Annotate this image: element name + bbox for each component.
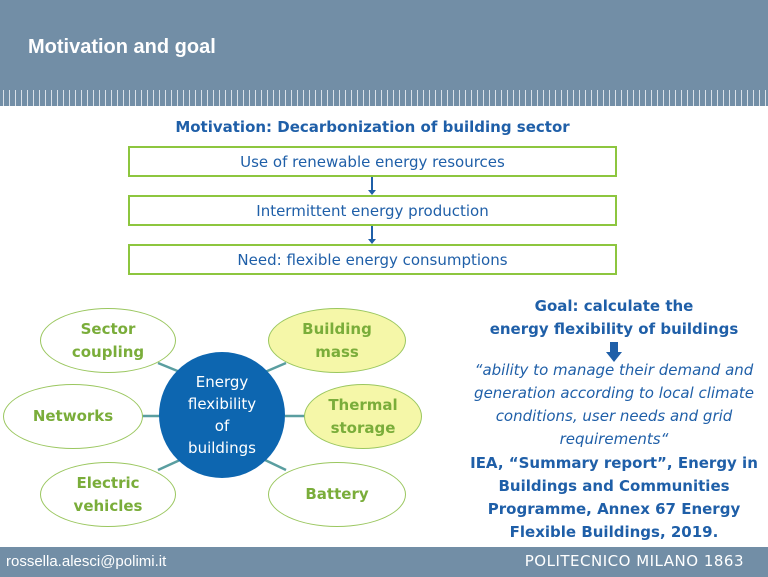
- polimi-logo: POLITECNICO MILANO 1863: [524, 552, 744, 570]
- down-arrow-icon: [606, 342, 622, 362]
- slide-footer: rossella.alesci@polimi.it POLITECNICO MI…: [0, 547, 768, 577]
- motivation-heading: Motivation: Decarbonization of building …: [175, 118, 570, 136]
- slide-title: Motivation and goal: [28, 36, 216, 58]
- down-arrow-icon: [368, 226, 376, 244]
- author-email: rossella.alesci@polimi.it: [6, 553, 167, 570]
- tick-divider: [0, 90, 768, 106]
- down-arrow-icon: [368, 177, 376, 195]
- step-box: Need: flexible energy consumptions: [128, 244, 617, 275]
- step-box: Use of renewable energy resources: [128, 146, 617, 177]
- slide-header: Motivation and goal: [0, 0, 768, 90]
- node-battery: Battery: [268, 462, 406, 527]
- step-box: Intermittent energy production: [128, 195, 617, 226]
- node-networks: Networks: [3, 384, 143, 449]
